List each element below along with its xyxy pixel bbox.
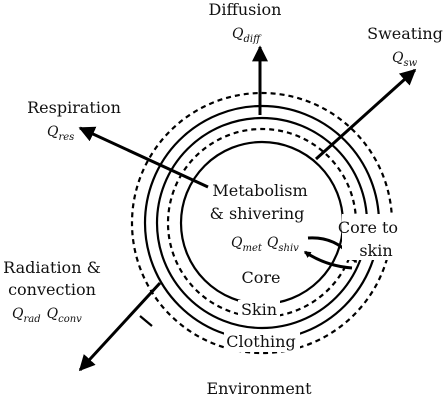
- respiration-label: Respiration: [27, 98, 121, 117]
- sweating-symbol: Qsw: [392, 50, 418, 69]
- radiation-tick: [139, 315, 153, 327]
- respiration-symbol: Qres: [47, 124, 74, 143]
- metabolism-label-line2: & shivering: [210, 204, 305, 223]
- clothing-inner-ring: [155, 116, 369, 330]
- label-backgrounds: [224, 214, 400, 352]
- sweating-label: Sweating: [367, 24, 443, 43]
- core-to-skin-label-line1: Core to: [338, 218, 398, 237]
- core-to-skin-label-line2: skin: [359, 241, 392, 260]
- clothing-label: Clothing: [226, 332, 295, 351]
- skin-ring-dashed: [166, 127, 358, 319]
- respiration-arrow: [78, 126, 209, 189]
- skin-label: Skin: [241, 300, 277, 319]
- core-label: Core: [242, 268, 281, 287]
- radiation-label-line2: convection: [8, 280, 96, 299]
- radiation-label-line1: Radiation &: [3, 258, 101, 277]
- metabolism-label-line1: Metabolism: [212, 181, 307, 200]
- diffusion-symbol: Qdiff: [232, 26, 262, 45]
- environment-label: Environment: [206, 379, 312, 398]
- radiation-arrow: [78, 281, 162, 372]
- sweating-arrow: [314, 68, 417, 161]
- diffusion-label: Diffusion: [209, 0, 282, 19]
- flow-arrows: [78, 45, 417, 372]
- core-to-skin-arrow-lower: [303, 250, 353, 270]
